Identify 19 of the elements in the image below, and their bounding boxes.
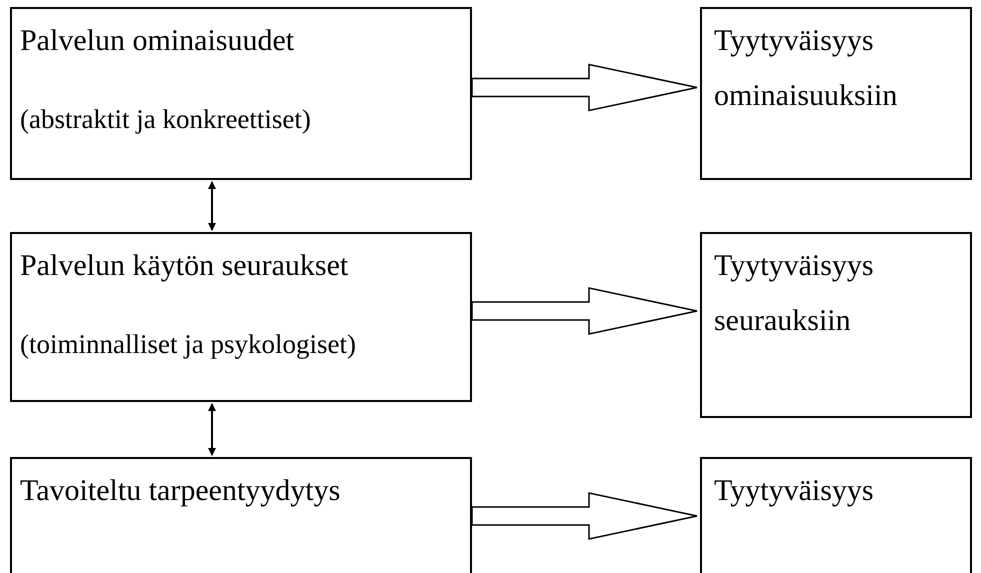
block-arrow xyxy=(471,64,698,112)
box-heading: Tavoiteltu tarpeentyydytys xyxy=(20,473,342,509)
box-heading: Tyytyväisyys seurauksiin xyxy=(714,248,875,339)
box-heading: Palvelun käytön seuraukset xyxy=(20,248,350,284)
process-box xyxy=(700,7,972,180)
block-arrow xyxy=(471,492,698,540)
process-box xyxy=(10,232,472,402)
double-arrow xyxy=(208,403,216,456)
double-arrow xyxy=(208,181,216,231)
process-box xyxy=(700,232,972,418)
process-box xyxy=(10,457,472,573)
box-heading: Palvelun ominaisuudet xyxy=(20,23,296,59)
block-arrow xyxy=(471,287,698,335)
box-subtext: (toiminnalliset ja psykologiset) xyxy=(20,328,357,361)
box-heading: Tyytyväisyys ominaisuuksiin xyxy=(714,23,898,114)
box-subtext: (abstraktit ja konkreettiset) xyxy=(20,103,312,136)
box-heading: Tyytyväisyys xyxy=(714,473,875,509)
process-box xyxy=(10,7,472,180)
process-box xyxy=(700,457,972,573)
